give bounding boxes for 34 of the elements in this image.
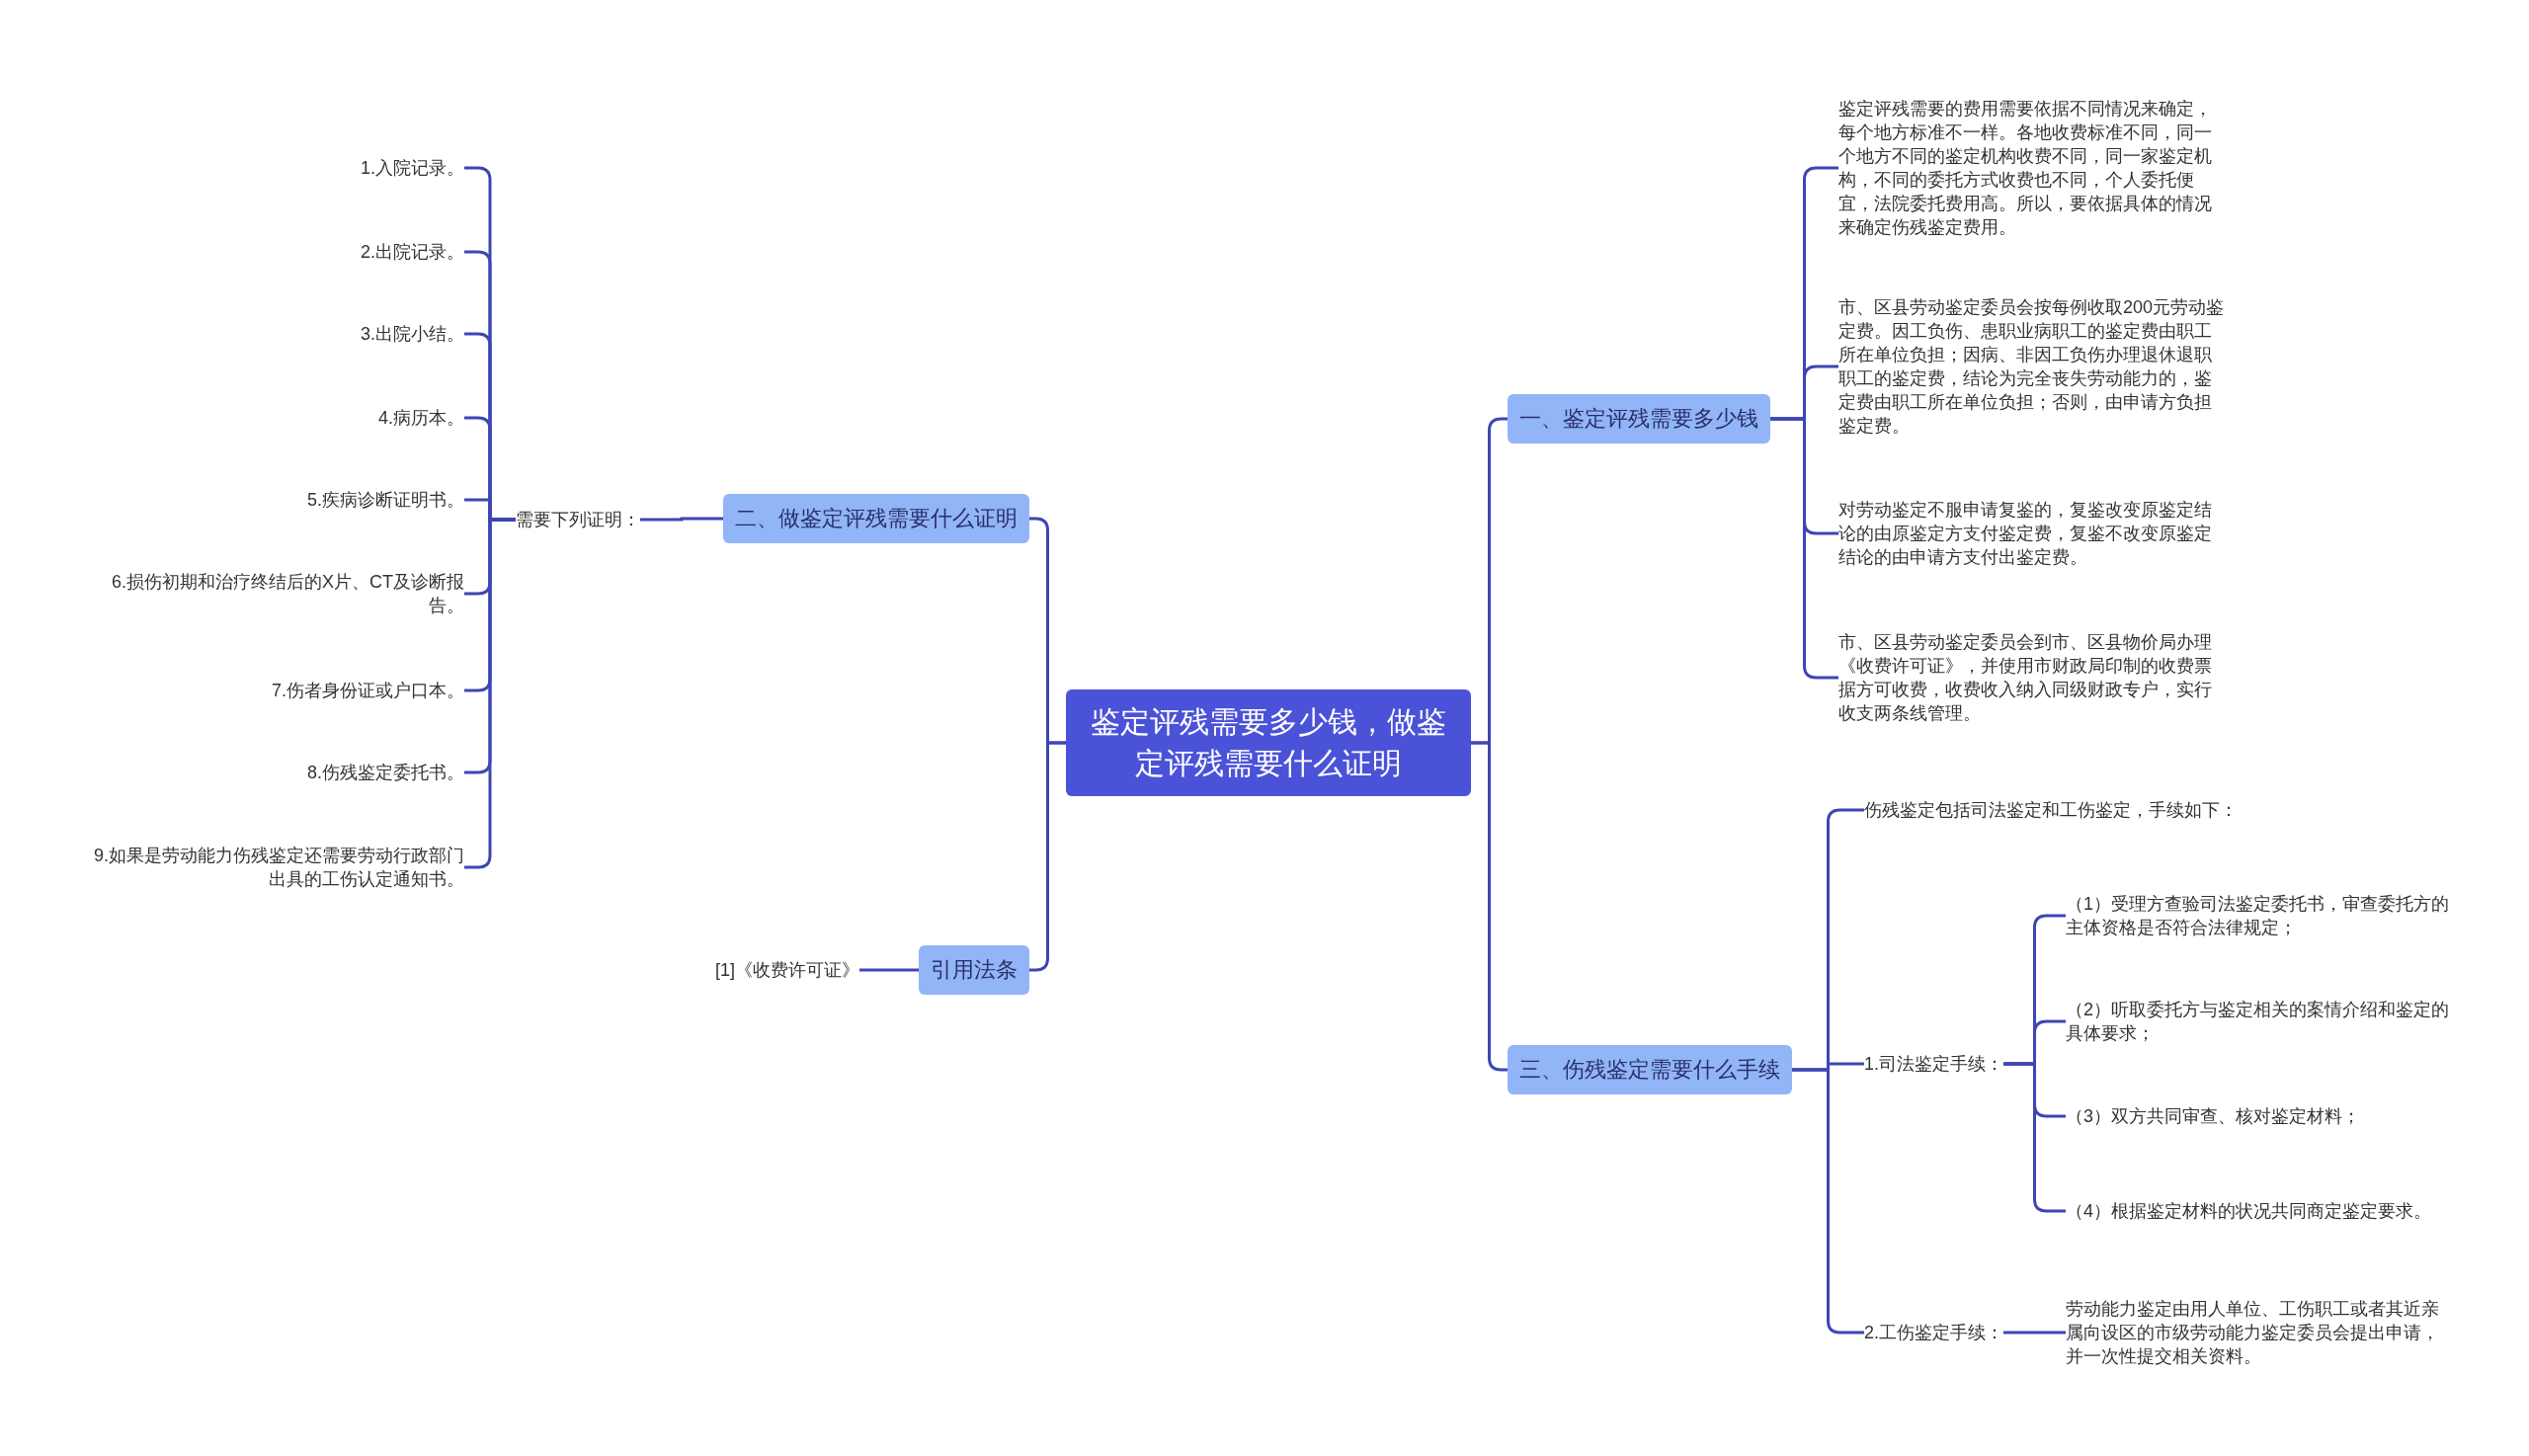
topic-text: 4.病历本。: [378, 406, 464, 430]
topic-box: 引用法条: [919, 945, 1029, 995]
topic-text: 市、区县劳动鉴定委员会到市、区县物价局办理《收费许可证》，并使用市财政局印制的收费票据方可收费，收费收入纳入同级财政专户，实行收支两条线管理。: [1838, 630, 2226, 725]
topic-text: 6.损伤初期和治疗终结后的X片、CT及诊断报告。: [79, 570, 464, 617]
connector-line: [1029, 741, 1066, 972]
topic-text: 鉴定评残需要的费用需要依据不同情况来确定，每个地方标准不一样。各地收费标准不同，同一个地方不同的鉴定机构收费不同，同一家鉴定机构，不同的委托方式收费也不同，个人委托便宜，法院委托费用高。所以，要依据具体的情况来确定伤残鉴定费用。: [1838, 97, 2226, 239]
topic-text: 劳动能力鉴定由用人单位、工伤职工或者其近亲属向设区的市级劳动能力鉴定委员会提出申请，并一次性提交相关资料。: [2066, 1297, 2453, 1368]
topic-box: 一、鉴定评残需要多少钱: [1508, 394, 1770, 444]
topic-text: （3）双方共同审查、核对鉴定材料；: [2066, 1104, 2360, 1128]
topic-box: 二、做鉴定评残需要什么证明: [723, 494, 1029, 543]
topic-text: 2.工伤鉴定手续：: [1864, 1321, 2003, 1344]
topic-text: 9.如果是劳动能力伤残鉴定还需要劳动行政部门出具的工伤认定通知书。: [79, 844, 464, 891]
topic-text: 需要下列证明：: [516, 508, 640, 531]
topic-text: （1）受理方查验司法鉴定委托书，审查委托方的主体资格是否符合法律规定；: [2066, 892, 2453, 939]
topic-text: （2）听取委托方与鉴定相关的案情介绍和鉴定的具体要求；: [2066, 998, 2453, 1045]
topic-text: （4）根据鉴定材料的状况共同商定鉴定要求。: [2066, 1199, 2431, 1223]
topic-text: 伤残鉴定包括司法鉴定和工伤鉴定，手续如下：: [1864, 798, 2238, 822]
topic-box: 三、伤残鉴定需要什么手续: [1508, 1045, 1792, 1094]
topic-text: 8.伤残鉴定委托书。: [307, 761, 464, 784]
topic-text: 5.疾病诊断证明书。: [307, 488, 464, 512]
connector-line: [859, 968, 919, 972]
topic-text: 1.入院记录。: [361, 156, 464, 180]
topic-text: 7.伤者身份证或户口本。: [272, 679, 464, 702]
connector-line: [1471, 741, 1508, 1072]
topic-text: 3.出院小结。: [361, 322, 464, 346]
topic-text: 市、区县劳动鉴定委员会按每例收取200元劳动鉴定费。因工负伤、患职业病职工的鉴定费由职工所在单位负担；因病、非因工负伤办理退休退职职工的鉴定费，结论为完全丧失劳动能力的，鉴定费由职工所在单位负担；否则，由申请方负担鉴定费。: [1838, 295, 2226, 438]
topic-text: 2.出院记录。: [361, 240, 464, 264]
topic-text: 1.司法鉴定手续：: [1864, 1052, 2003, 1076]
topic-text: [1]《收费许可证》: [715, 958, 859, 982]
central-topic-box: 鉴定评残需要多少钱，做鉴定评残需要什么证明: [1066, 689, 1471, 796]
connector-line: [1792, 1068, 1864, 1335]
topic-text: 对劳动鉴定不服申请复鉴的，复鉴改变原鉴定结论的由原鉴定方支付鉴定费，复鉴不改变原鉴定结论的由申请方支付出鉴定费。: [1838, 498, 2226, 569]
connector-line: [2003, 1331, 2066, 1335]
connector-line: [640, 517, 723, 522]
